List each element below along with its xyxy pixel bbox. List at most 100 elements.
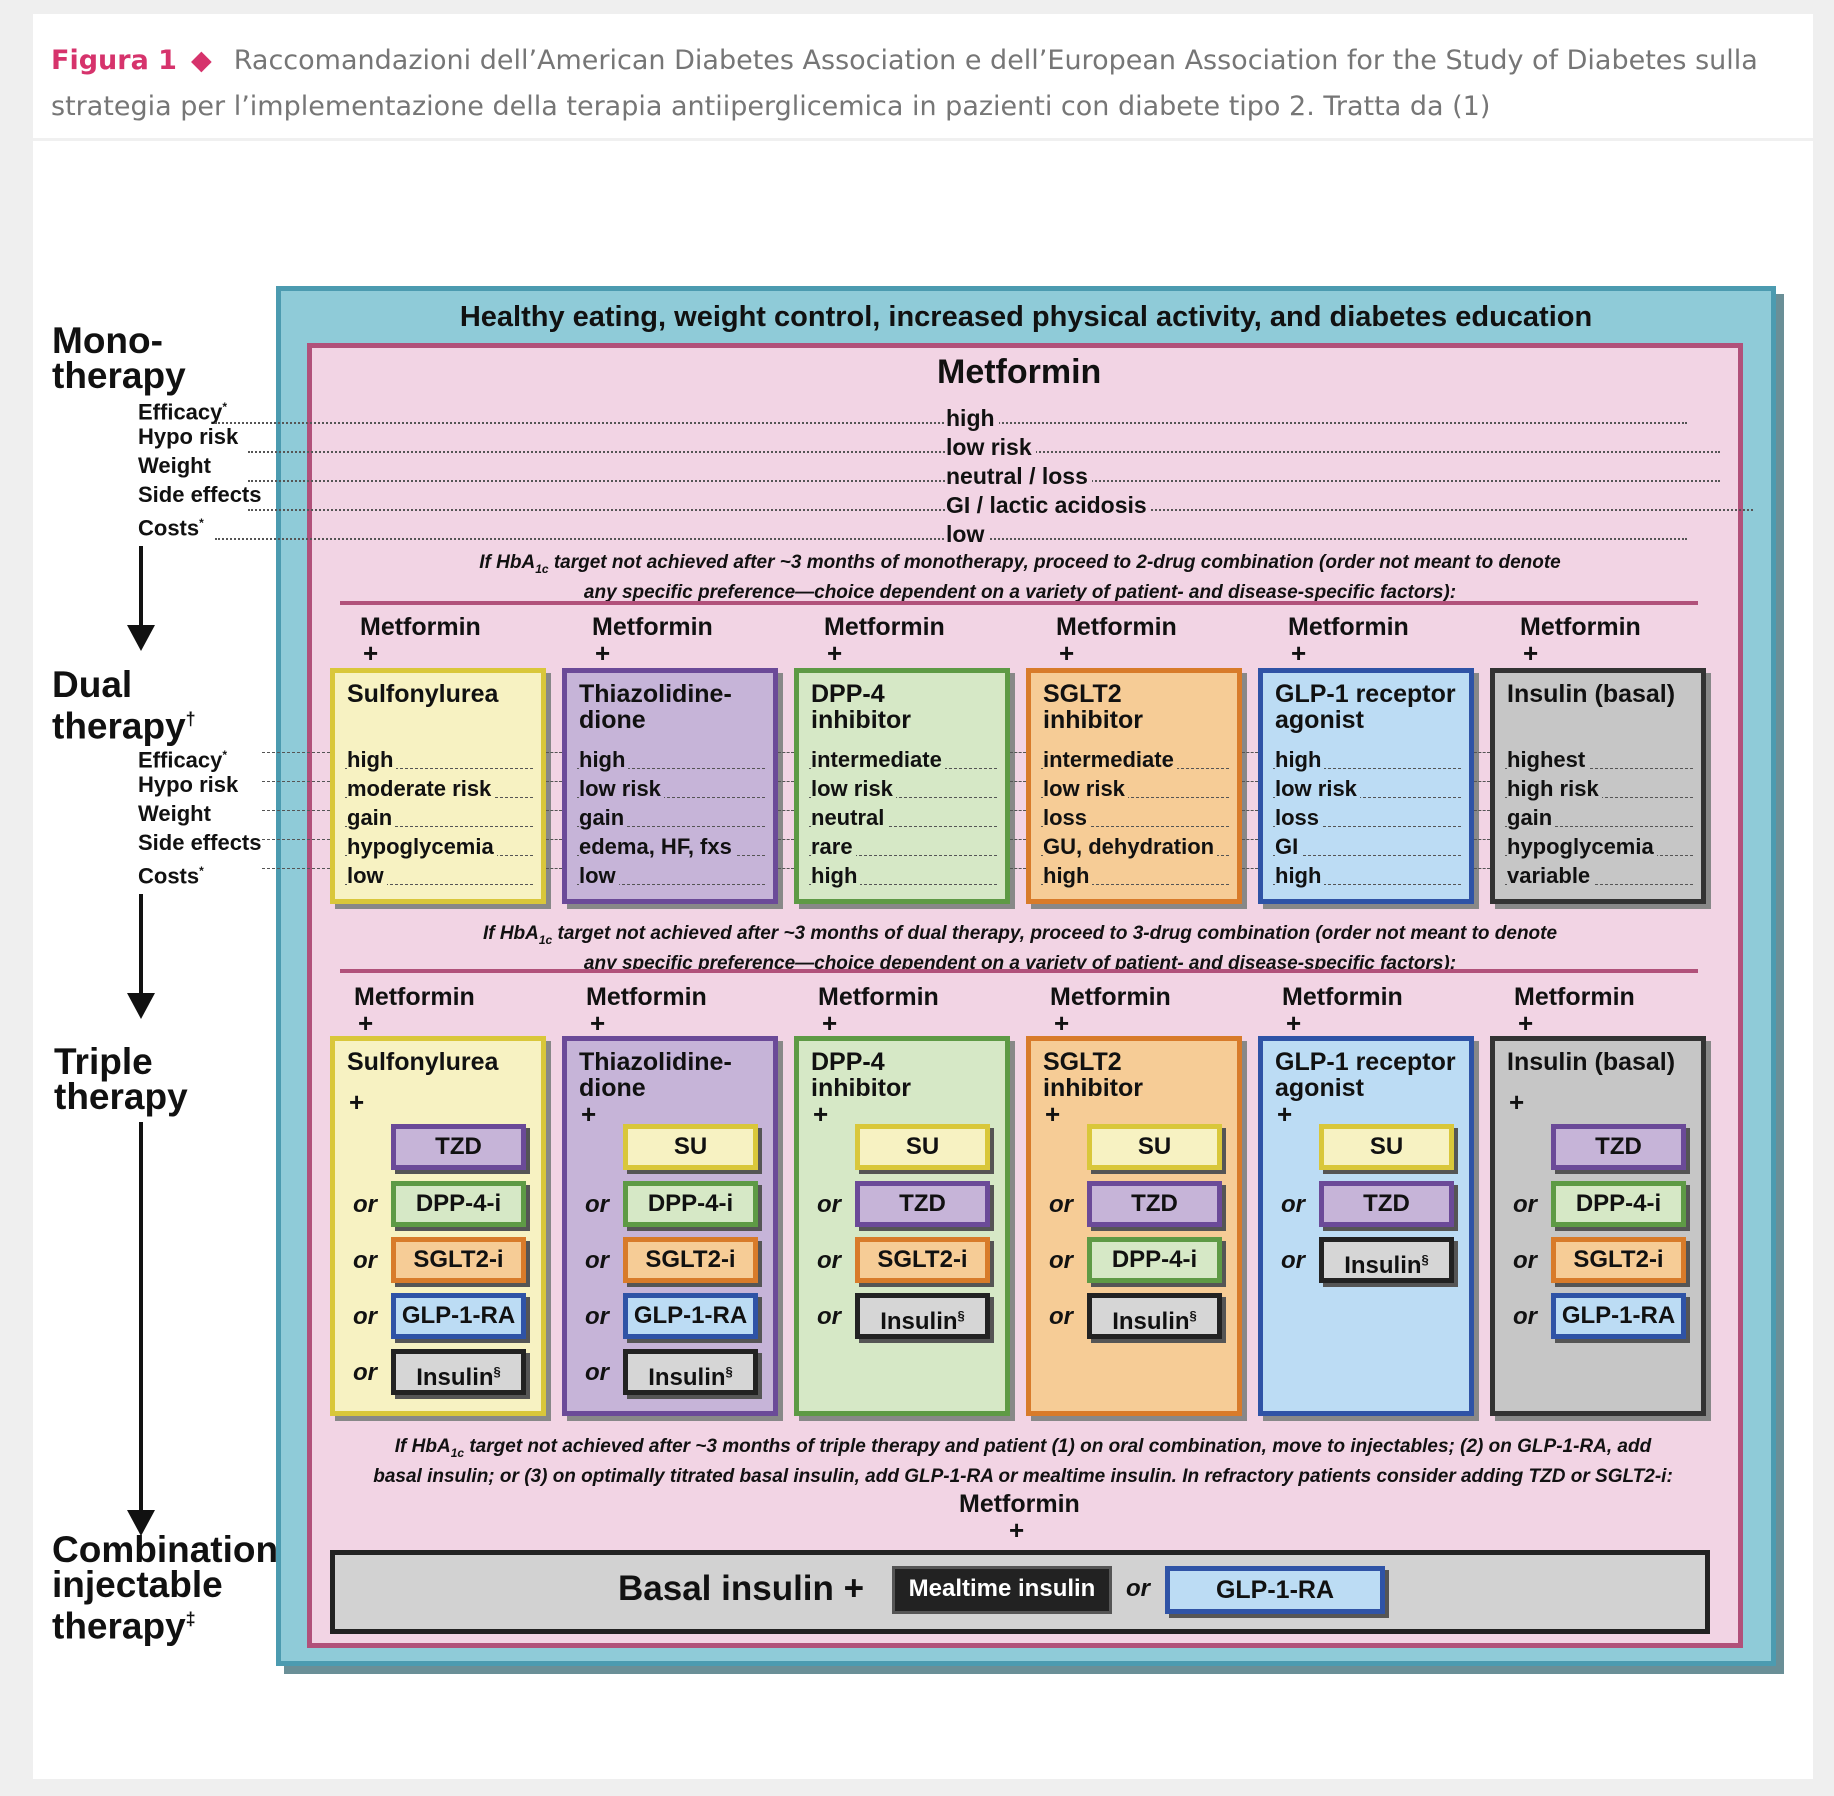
dual-card-value: rare	[811, 834, 856, 860]
option-chip-glp-1-ra: GLP-1-RA	[1551, 1293, 1686, 1339]
option-chip-insulin: Insulin§	[391, 1349, 526, 1395]
note-mono-to-dual: If HbA1c target not achieved after ~3 mo…	[479, 552, 1561, 603]
option-chip-sglt2-i: SGLT2-i	[855, 1237, 990, 1283]
triple-metformin-label: Metformin	[1282, 983, 1403, 1011]
or-label: or	[1049, 1191, 1073, 1218]
option-chip-glp-1-ra: GLP-1-RA	[623, 1293, 758, 1339]
option-chip-dpp-4-i: DPP-4-i	[391, 1181, 526, 1227]
option-chip-tzd: TZD	[1319, 1181, 1454, 1227]
dual-dotted-leader	[1041, 826, 1229, 827]
triple-card-plus: +	[581, 1099, 597, 1129]
triple-metformin-label: Metformin	[354, 983, 475, 1011]
or-label: or	[353, 1247, 377, 1274]
or-label: or	[817, 1247, 841, 1274]
dual-card-value: moderate risk	[347, 776, 495, 802]
dual-card-value: high	[347, 747, 397, 773]
dual-plus: +	[595, 638, 611, 668]
dual-dotted-leader	[1505, 826, 1693, 827]
option-chip-dpp-4-i: DPP-4-i	[1551, 1181, 1686, 1227]
dual-dotted-leader	[262, 752, 330, 753]
dual-dotted-leader	[1474, 868, 1490, 869]
dual-attributes: Efficacy* Hypo risk Weight Side effects …	[138, 747, 262, 889]
option-chip-tzd: TZD	[855, 1181, 990, 1227]
dual-card-value: gain	[1507, 805, 1556, 831]
dual-metformin-label: Metformin	[1056, 613, 1177, 641]
option-chip-su: SU	[1319, 1124, 1454, 1170]
triple-plus: +	[1286, 1008, 1302, 1038]
dual-dotted-leader	[1474, 839, 1490, 840]
triple-card-title: Insulin (basal)	[1507, 1048, 1676, 1076]
dual-dotted-leader	[262, 839, 330, 840]
combination-metformin: Metformin	[959, 1490, 1080, 1518]
dual-dotted-leader	[345, 884, 533, 885]
dual-dotted-leader	[1010, 868, 1026, 869]
dual-card-value: GI	[1275, 834, 1302, 860]
arrow-head-dual	[127, 625, 155, 651]
dual-dotted-leader	[546, 781, 562, 782]
dual-card-value: low risk	[1043, 776, 1128, 802]
dual-dotted-leader	[809, 855, 997, 856]
mono-attributes: Efficacy* Hypo risk Weight Side effects …	[138, 393, 262, 540]
triple-card-title: Sulfonylurea	[347, 1048, 499, 1076]
option-chip-dpp-4-i: DPP-4-i	[1087, 1237, 1222, 1283]
dual-dotted-leader	[577, 826, 765, 827]
dual-dotted-leader	[546, 839, 562, 840]
option-chip-tzd: TZD	[391, 1124, 526, 1170]
triple-plus: +	[822, 1008, 838, 1038]
arrow-to-combination	[139, 1122, 143, 1512]
attr-weight: Weight	[138, 453, 211, 478]
triple-card-plus: +	[1509, 1087, 1525, 1117]
dual-plus: +	[363, 638, 379, 668]
dual-card-value: low risk	[811, 776, 896, 802]
option-chip-glp-1-ra: GLP-1-RA	[391, 1293, 526, 1339]
dual-card-value: edema, HF, fxs	[579, 834, 735, 860]
dual-metformin-label: Metformin	[360, 613, 481, 641]
dual-card-value: low	[579, 863, 619, 889]
combination-or: or	[1126, 1575, 1150, 1602]
dual-dotted-leader	[778, 752, 794, 753]
figure-label: Figura 1	[51, 45, 177, 76]
dual-dotted-leader	[1505, 884, 1693, 885]
caption-text: Raccomandazioni dell’American Diabetes A…	[51, 45, 1758, 122]
triple-plus: +	[358, 1008, 374, 1038]
triple-metformin-label: Metformin	[818, 983, 939, 1011]
or-label: or	[585, 1303, 609, 1330]
or-label: or	[1281, 1247, 1305, 1274]
dual-plus: +	[827, 638, 843, 668]
dual-dotted-leader	[1242, 781, 1258, 782]
option-chip-insulin: Insulin§	[1087, 1293, 1222, 1339]
dual-card-value: intermediate	[811, 747, 945, 773]
dual-dotted-leader	[1242, 868, 1258, 869]
dual-card-value: high	[1275, 747, 1325, 773]
dual-card-value: high	[1043, 863, 1093, 889]
dual-dotted-leader	[1010, 781, 1026, 782]
or-label: or	[353, 1191, 377, 1218]
mono-therapy-label: Mono-therapy	[52, 320, 186, 396]
or-label: or	[817, 1303, 841, 1330]
mono-value: high	[946, 405, 999, 432]
dual-dotted-leader	[1273, 768, 1461, 769]
dual-card-value: high	[579, 747, 629, 773]
triple-card-plus: +	[1045, 1099, 1061, 1129]
dual-card-value: GU, dehydration	[1043, 834, 1218, 860]
attr-side-effects: Side effects	[138, 482, 262, 507]
combination-injectable-box: Basal insulin + Mealtime insulin or GLP-…	[330, 1550, 1710, 1634]
dual-dotted-leader	[1010, 810, 1026, 811]
dual-card-value: high risk	[1507, 776, 1602, 802]
glp1-ra-box: GLP-1-RA	[1165, 1566, 1385, 1614]
option-chip-insulin: Insulin§	[1319, 1237, 1454, 1283]
dual-card-value: high	[811, 863, 861, 889]
option-chip-su: SU	[623, 1124, 758, 1170]
dual-card-value: low risk	[1275, 776, 1360, 802]
dual-card-value: loss	[1275, 805, 1323, 831]
dual-plus: +	[1523, 638, 1539, 668]
or-label: or	[353, 1303, 377, 1330]
